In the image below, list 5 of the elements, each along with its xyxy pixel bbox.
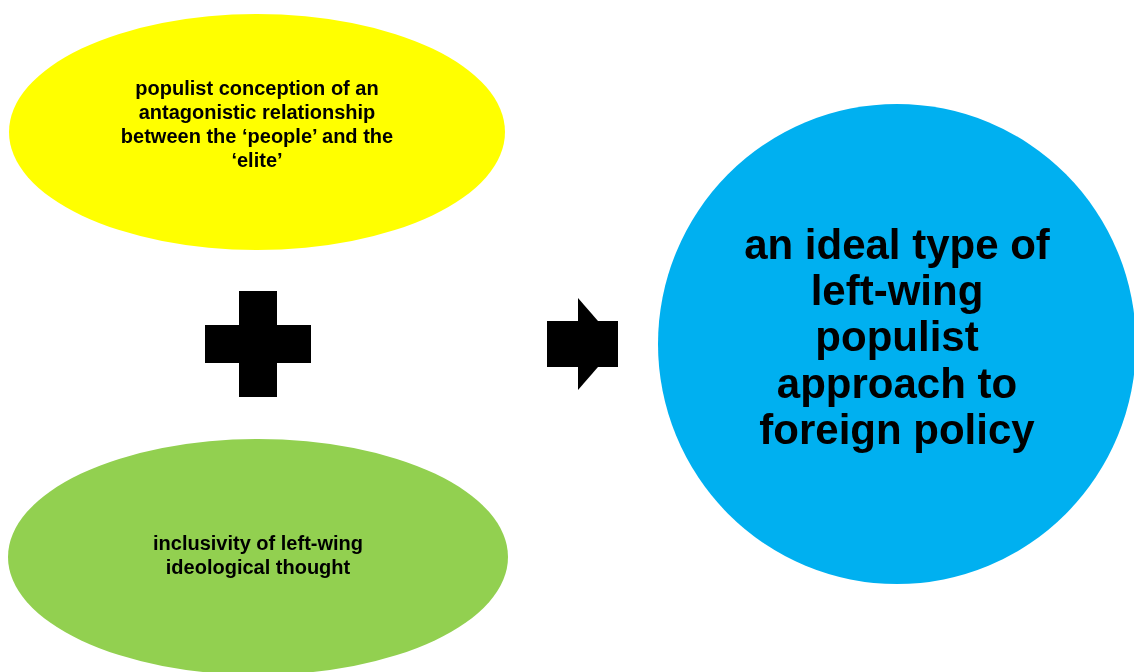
node-text: inclusivity of left-wing ideological thought bbox=[152, 531, 364, 579]
node-text: populist conception of an antagonistic relationship between the ‘people’ and the ‘elite’ bbox=[119, 76, 395, 172]
oval-node bbox=[9, 14, 505, 250]
block-arrow bbox=[547, 298, 618, 390]
node-text: an ideal type of left-wing populist approach to foreign policy bbox=[743, 222, 1051, 453]
